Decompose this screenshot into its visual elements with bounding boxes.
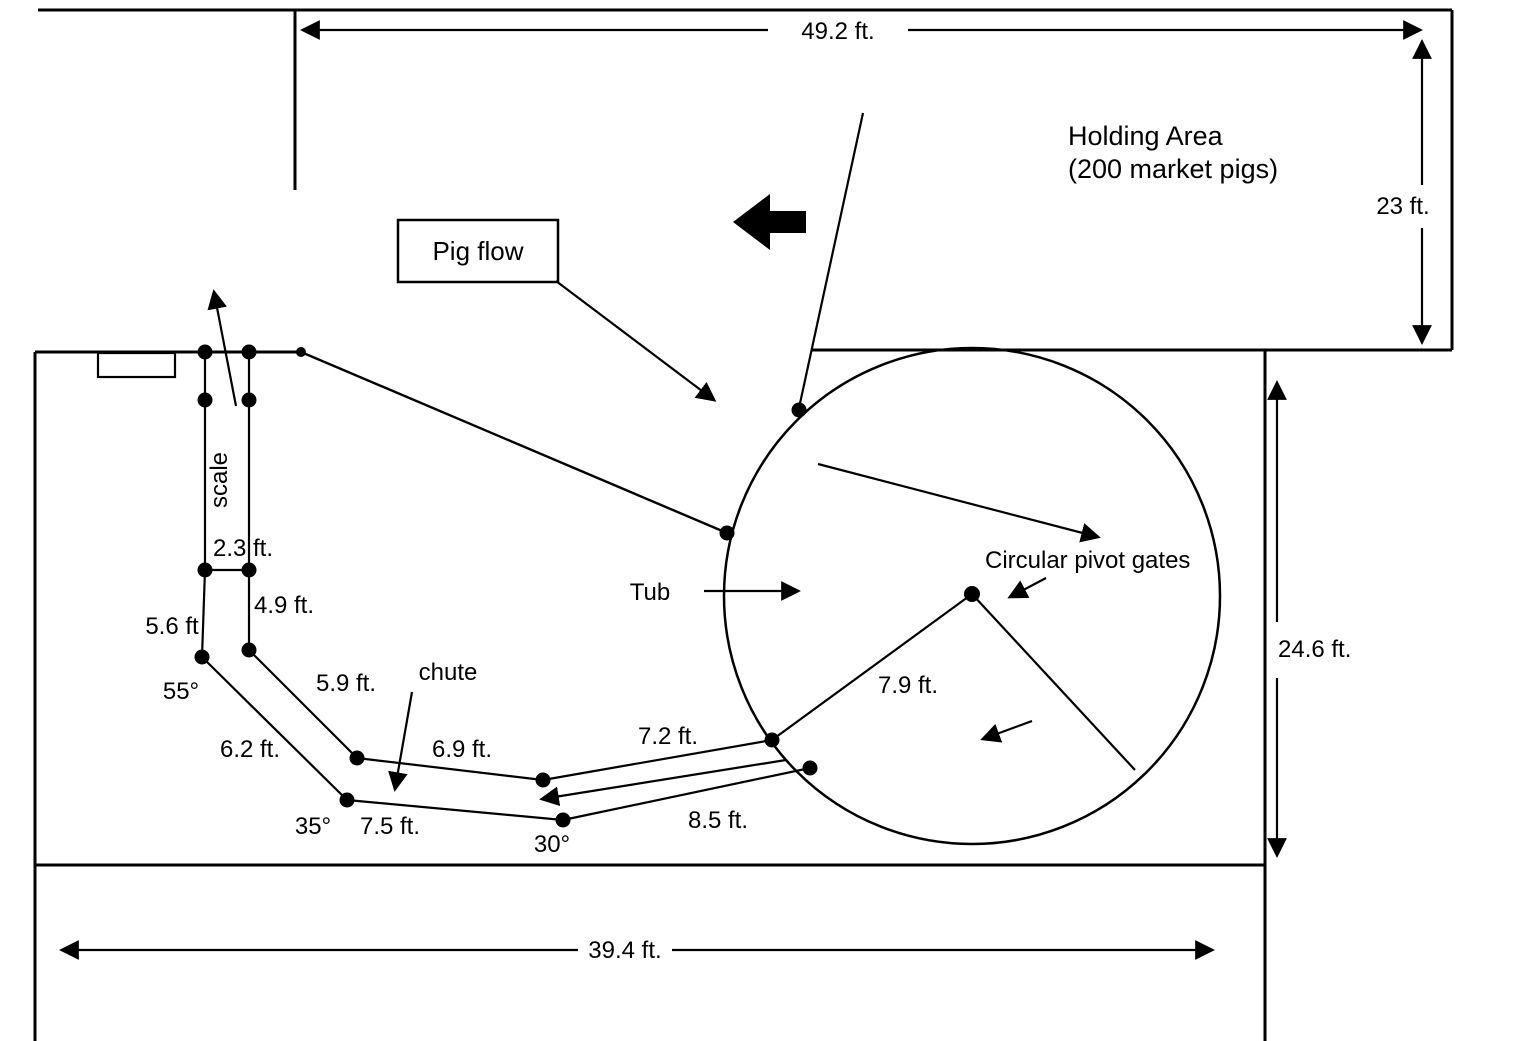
fence-junction-dot — [719, 525, 735, 541]
holding-area-title: Holding Area — [1068, 121, 1224, 151]
scale-exit-width-label: 2.3 ft. — [213, 535, 273, 562]
pig-flow-pointer — [555, 280, 717, 402]
chute-outer-seg1-label: 6.2 ft. — [220, 736, 280, 763]
pivot-rotation-arrow — [980, 719, 1033, 743]
chute-outer-seg3 — [562, 766, 811, 822]
chute-assembly: 5.6 ft 4.9 ft. 55° 6.2 ft. 5.9 ft. 6.9 f… — [145, 569, 818, 858]
vertex-dot — [555, 812, 571, 828]
chute-label-pointer — [388, 691, 414, 792]
fence-start-dot — [296, 347, 306, 357]
vertex-dot — [241, 344, 257, 360]
pivot-gate-line-right — [971, 593, 1136, 771]
pig-flow-box — [396, 218, 560, 284]
scale-right-side-label: 4.9 ft. — [254, 592, 314, 619]
tub-circle — [722, 346, 1222, 846]
chute-outer-seg2 — [346, 798, 564, 822]
pivot-gates-label: Circular pivot gates — [985, 547, 1190, 574]
tub-label: Tub — [630, 579, 670, 606]
scale-label: scale — [206, 452, 233, 508]
gate-radius-label: 7.9 ft. — [878, 672, 938, 699]
pivot-gates-label-pointer — [1007, 577, 1047, 599]
pig-flow-direction-arrow-icon — [733, 194, 806, 250]
tub-assembly: Tub Circular pivot gates 7.9 ft. — [296, 112, 1222, 846]
chute-outer-seg1 — [201, 656, 348, 801]
chute-label: chute — [419, 659, 478, 686]
pen-height-label: 24.6 ft. — [1278, 636, 1351, 663]
chute-inner-seg2-label: 6.9 ft. — [432, 736, 492, 763]
chute-inner-seg1 — [248, 649, 358, 759]
vertex-dot — [535, 772, 551, 788]
vertex-dot — [197, 392, 213, 408]
pen-width-dimension: 39.4 ft. — [59, 937, 1215, 964]
vertex-dot — [349, 750, 365, 766]
chute-inner-seg3-label: 7.2 ft. — [638, 723, 698, 750]
chute-inner-seg2 — [356, 756, 544, 782]
holding-gate-line — [797, 112, 865, 409]
tub-entry-dot — [791, 402, 807, 418]
angle-35-label: 35° — [295, 813, 331, 840]
fence-diagonal-to-tub — [300, 350, 728, 535]
holding-width-label: 49.2 ft. — [801, 18, 874, 45]
holding-width-dimension: 49.2 ft. — [300, 18, 1423, 45]
small-gate-rect — [96, 351, 177, 379]
vertex-dot — [197, 344, 213, 360]
pen-height-dimension: 24.6 ft. — [1267, 380, 1351, 858]
scale-assembly: scale 2.3 ft. — [197, 289, 273, 578]
holding-depth-dimension: 23 ft. — [1376, 39, 1432, 345]
vertex-dot — [241, 392, 257, 408]
chute-left-leg — [200, 569, 207, 658]
chute-inner-seg1-label: 5.9 ft. — [316, 670, 376, 697]
pig-flow-label: Pig flow — [432, 236, 523, 266]
pivot-gate-sweep-arrow — [817, 462, 1101, 543]
chute-flow-arrow — [539, 758, 787, 807]
walls — [33, 8, 1454, 1041]
holding-area-label: Holding Area (200 market pigs) — [1068, 121, 1278, 184]
pig-flow-callout: Pig flow — [396, 194, 806, 402]
vertex-dot — [194, 649, 210, 665]
angle-55-label: 55° — [163, 678, 199, 705]
pen-width-label: 39.4 ft. — [588, 937, 661, 964]
holding-area-subtitle: (200 market pigs) — [1068, 154, 1278, 184]
chute-outer-seg2-label: 7.5 ft. — [360, 813, 420, 840]
vertex-dot — [764, 732, 780, 748]
vertex-dot — [802, 760, 818, 776]
holding-depth-label: 23 ft. — [1376, 193, 1429, 220]
vertex-dot — [241, 642, 257, 658]
scale-left-side-label: 5.6 ft — [145, 613, 199, 640]
chute-inner-seg3 — [542, 738, 773, 782]
vertex-dot — [339, 792, 355, 808]
angle-30-label: 30° — [534, 831, 570, 858]
scale-exit-arrow — [207, 289, 238, 407]
chute-outer-seg3-label: 8.5 ft. — [688, 807, 748, 834]
pivot-gate-line-left — [771, 593, 973, 741]
